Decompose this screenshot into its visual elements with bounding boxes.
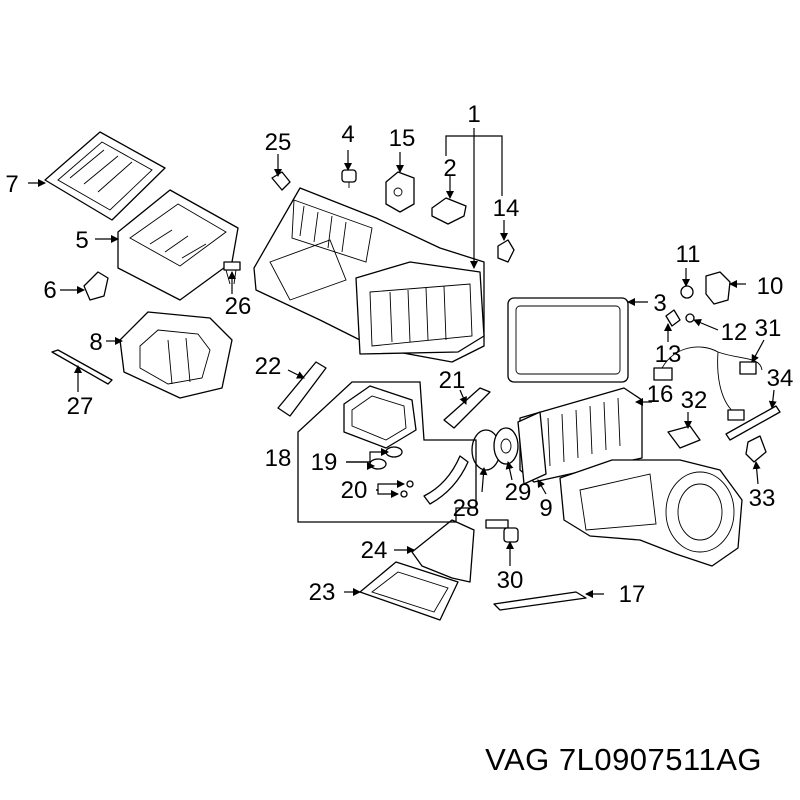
callouts: 1 2 3 4 5 6 7 8 9 10 11 12 13 14 15 16 1…: [5, 101, 793, 608]
callout-22: 22: [255, 353, 282, 380]
part-filter-3: [507, 297, 629, 383]
callout-10: 10: [757, 273, 784, 300]
part-tray-23: [359, 561, 459, 621]
callout-31: 31: [755, 315, 782, 342]
part-sensor-32: [667, 425, 701, 449]
part-blower-housing: [559, 459, 743, 567]
part-housing-assembly: [253, 187, 485, 363]
callout-7: 7: [5, 171, 18, 198]
group-frame-18: [297, 381, 477, 523]
part-switch-10: [705, 271, 731, 305]
callout-26: 26: [225, 293, 252, 320]
part-lower-case: [119, 311, 233, 399]
callout-25: 25: [265, 129, 292, 156]
part-seal-17: [493, 591, 587, 611]
callout-27: 27: [67, 393, 94, 420]
callout-15: 15: [389, 125, 416, 152]
callout-32: 32: [681, 387, 708, 414]
callout-20: 20: [341, 477, 368, 504]
part-strip-34: [725, 405, 781, 441]
callout-9: 9: [539, 495, 552, 522]
part-fastener-4: [341, 169, 357, 188]
part-clip-33: [745, 435, 767, 463]
callout-16: 16: [647, 381, 674, 408]
callout-17: 17: [619, 581, 646, 608]
callout-21: 21: [439, 367, 466, 394]
part-actuator-15: [385, 171, 415, 213]
part-duct-24: [411, 519, 475, 583]
part-heater-core-9: [517, 411, 547, 485]
part-number-label: VAG 7L0907511AG: [485, 742, 762, 777]
callout-6: 6: [43, 277, 56, 304]
part-rod-27: [51, 349, 113, 385]
callout-1: 1: [467, 101, 480, 128]
callout-13: 13: [655, 341, 682, 368]
callout-30: 30: [497, 567, 524, 594]
part-clip-25: [271, 171, 291, 191]
callout-12: 12: [721, 319, 748, 346]
part-plugs-19: [369, 446, 403, 470]
callout-18: 18: [265, 445, 292, 472]
callout-23: 23: [309, 579, 336, 606]
part-bracket-2: [431, 197, 467, 225]
part-bolt-30: [485, 519, 519, 543]
part-seal-21: [443, 387, 491, 429]
part-filter-cover: [44, 131, 166, 221]
callout-3: 3: [653, 290, 666, 317]
callout-5: 5: [75, 227, 88, 254]
part-small-12-13: [665, 309, 695, 327]
callout-14: 14: [493, 195, 520, 222]
callout-29: 29: [505, 479, 532, 506]
part-upper-case: [117, 189, 239, 301]
part-clip-14: [497, 239, 515, 263]
callout-11: 11: [676, 241, 701, 268]
part-clips-20: [400, 455, 469, 505]
part-seal-22: [277, 361, 327, 417]
part-tray-18: [343, 385, 417, 449]
callout-33: 33: [749, 485, 776, 512]
callout-8: 8: [89, 329, 102, 356]
callout-28: 28: [453, 495, 480, 522]
part-motor-28-29: [471, 427, 519, 471]
part-ring-11: [680, 285, 694, 299]
callout-24: 24: [361, 537, 388, 564]
part-evaporator-16: [519, 387, 643, 483]
callout-4: 4: [341, 121, 354, 148]
part-bracket-6: [83, 271, 109, 301]
leader-lines: [28, 128, 777, 598]
callout-19: 19: [311, 449, 338, 476]
callout-34: 34: [767, 365, 794, 392]
callout-2: 2: [443, 155, 456, 182]
